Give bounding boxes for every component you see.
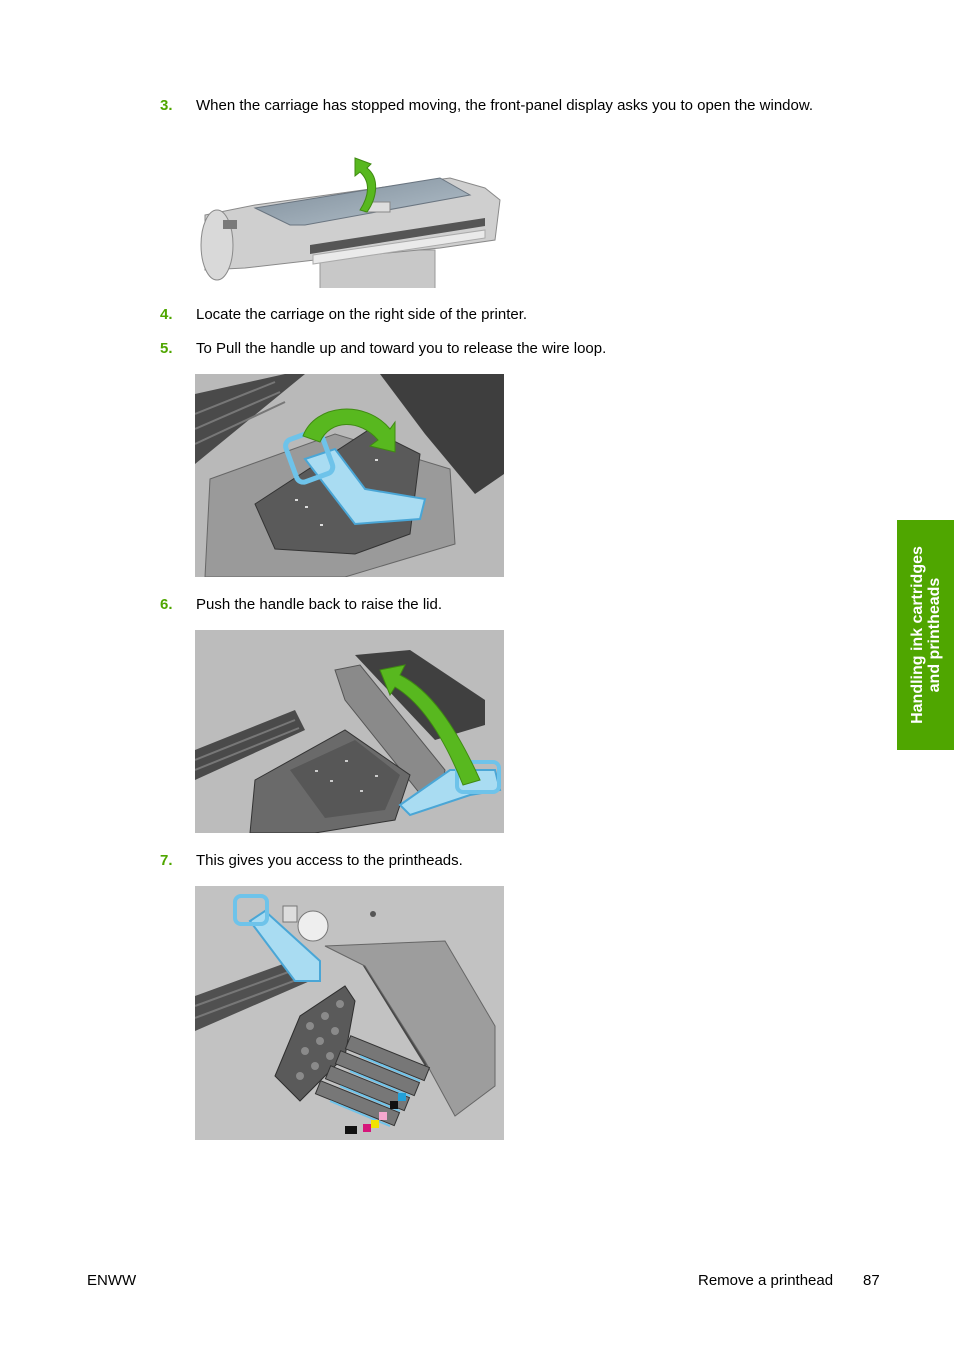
step-number: 4. bbox=[160, 306, 173, 323]
side-tab-line-1: Handling ink cartridges bbox=[908, 546, 926, 724]
side-tab-line-2: and printheads bbox=[925, 577, 943, 693]
figure-raise-lid bbox=[195, 630, 504, 833]
step-number: 5. bbox=[160, 340, 173, 357]
figure-printheads-access bbox=[195, 886, 504, 1140]
step-3: 3. When the carriage has stopped moving,… bbox=[160, 97, 813, 115]
chapter-side-tab: Handling ink cartridges and printheads bbox=[897, 520, 954, 750]
step-text: This gives you access to the printheads. bbox=[196, 852, 463, 869]
footer-page-number: 87 bbox=[863, 1272, 880, 1289]
figure-pull-handle bbox=[195, 374, 504, 577]
step-number: 6. bbox=[160, 596, 173, 613]
step-text: To Pull the handle up and toward you to … bbox=[196, 340, 607, 357]
step-7: 7. This gives you access to the printhea… bbox=[160, 852, 463, 870]
step-text: Push the handle back to raise the lid. bbox=[196, 596, 442, 613]
step-4: 4. Locate the carriage on the right side… bbox=[160, 306, 527, 324]
chapter-side-tab-label: Handling ink cartridges and printheads bbox=[909, 546, 943, 724]
footer-left: ENWW bbox=[87, 1272, 137, 1289]
step-5: 5. To Pull the handle up and toward you … bbox=[160, 340, 606, 358]
step-6: 6. Push the handle back to raise the lid… bbox=[160, 596, 442, 614]
footer-section-title: Remove a printhead bbox=[698, 1272, 834, 1289]
step-number: 7. bbox=[160, 852, 173, 869]
step-text: Locate the carriage on the right side of… bbox=[196, 306, 528, 323]
figure-open-window bbox=[195, 150, 505, 288]
step-number: 3. bbox=[160, 97, 173, 114]
step-text: When the carriage has stopped moving, th… bbox=[196, 97, 814, 114]
